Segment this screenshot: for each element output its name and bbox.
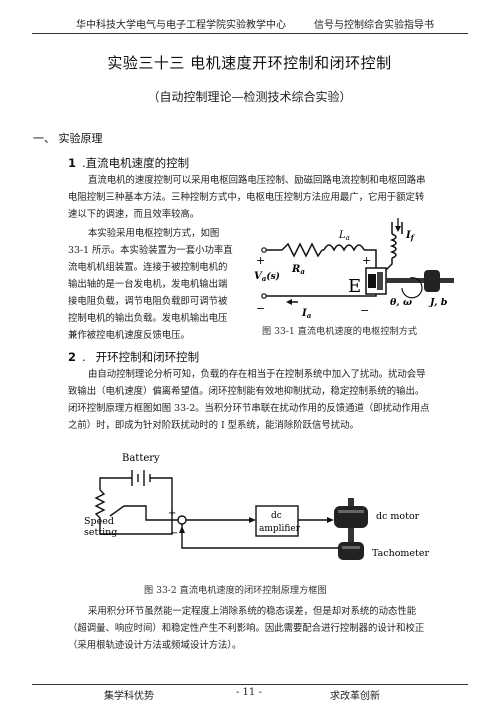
header-right: 信号与控制综合实验指导书 <box>314 20 434 31</box>
field-coil <box>385 222 403 271</box>
text-line: 流电机机组装置。连接于被控制电机的 <box>68 262 228 273</box>
inductor-la <box>323 244 365 252</box>
figure-1-caption: 图 33-1 直流电机速度的电枢控制方式 <box>262 326 418 337</box>
footer-left: 集学科优势 <box>104 691 154 702</box>
terminal-bottom <box>261 293 267 299</box>
figure-2-caption: 图 33-2 直流电机速度的闭环控制原理方框图 <box>144 585 327 596</box>
paragraph-3: 由自动控制理论分析可知，负载的存在相当于在控制系统中加入了扰动。扰动会导 致输出… <box>68 366 470 434</box>
label-setting: setting <box>84 527 117 538</box>
text-line: 33-1 所示。本实验装置为一套小功率直 <box>68 245 233 256</box>
subsection-number: 2 <box>68 350 77 364</box>
potentiometer <box>94 489 173 535</box>
tachometer <box>338 542 364 560</box>
text-line: 之前）时，即成为针对阶跃扰动时的 I 型系统，能消除阶跃信号扰动。 <box>68 420 359 431</box>
label-dc-motor: dc motor <box>376 511 420 522</box>
resistor-ra <box>281 242 323 258</box>
document-subtitle: （自动控制理论—检测技术综合实验） <box>147 90 352 104</box>
label-minus: − <box>256 302 265 315</box>
footer-rule <box>32 684 468 685</box>
label-e: E <box>348 276 361 297</box>
subsection-title: 开环控制和闭环控制 <box>95 350 200 364</box>
page-number: - 11 - <box>236 687 262 698</box>
text-line: 兼作被控电机速度反馈电压。 <box>68 330 190 341</box>
dc-amplifier-box <box>255 505 299 537</box>
subsection-heading-2: 2.开环控制和闭环控制 <box>68 350 200 364</box>
label-plus: + <box>256 254 265 267</box>
summing-junction <box>177 515 187 525</box>
paragraph-1: 直流电机的速度控制可以采用电枢回路电压控制、励磁回路电流控制和电枢回路串 电阻控… <box>68 172 470 223</box>
text-line: 电阻控制三种基本方法。三种控制方式中，电枢电压控制方法应用最广，它用于额定转 <box>68 192 425 203</box>
text-line: 接电阻负载，调节电阻负载即可调节被 <box>68 296 228 307</box>
armature-control-diagram: La Ra Va(s) + − + − Ia If E θ, ω J, b <box>254 218 454 320</box>
footer-right: 求改革创新 <box>330 691 380 702</box>
header-left: 华中科技大学电气与电子工程学院实验教学中心 <box>76 20 286 31</box>
label-va: Va(s) <box>254 271 280 283</box>
text-line: 输出轴的是一台发电机，发电机输出端 <box>68 279 228 290</box>
document-title: 实验三十三 电机速度开环控制和闭环控制 <box>107 54 392 72</box>
label-la: La <box>338 230 350 242</box>
label-sum-plus: + <box>168 508 176 519</box>
label-tachometer: Tachometer <box>372 548 429 559</box>
text-line: 控制电机的输出负载。发电机输出电压 <box>68 313 228 324</box>
subsection-heading-1: 1.直流电机速度的控制 <box>68 156 190 170</box>
load-inertia <box>424 270 440 292</box>
text-line: 采用积分环节虽然能一定程度上消除系统的稳态误差，但是却对系统的动态性能 <box>88 606 417 617</box>
text-line: （采用根轨迹设计方法或频域设计方法）。 <box>68 640 242 651</box>
label-battery: Battery <box>122 453 160 464</box>
label-amp-dc: dc <box>271 511 282 521</box>
section-heading: 一、 实验原理 <box>33 132 103 145</box>
label-ia: Ia <box>301 308 312 320</box>
header-rule <box>32 33 468 34</box>
label-motor-plus: + <box>362 254 371 267</box>
paragraph-4: 采用积分环节虽然能一定程度上消除系统的稳态误差，但是却对系统的动态性能 （超调量… <box>68 603 470 654</box>
label-speed: Speed <box>84 516 114 527</box>
label-j-b: J, b <box>428 297 448 308</box>
paragraph-2: 本实验采用电枢控制方式，如图 33-1 所示。本实验装置为一套小功率直 流电机机… <box>68 225 248 344</box>
text-line: 致输出（电机速度）偏离希望值。闭环控制能有效地抑制扰动，稳定控制系统的输出。 <box>68 386 425 397</box>
text-line: 速以下的调速，而且效率较高。 <box>68 209 200 220</box>
label-if: If <box>405 230 416 242</box>
closed-loop-diagram: Battery + − Speed setting dc amplifier d… <box>84 453 429 560</box>
subsection-title: 直流电机速度的控制 <box>85 156 190 170</box>
text-line: 直流电机的速度控制可以采用电枢回路电压控制、励磁回路电流控制和电枢回路串 <box>88 175 426 186</box>
label-ra: Ra <box>291 264 305 276</box>
rotation-arrow <box>401 277 423 299</box>
terminal-top <box>261 247 267 253</box>
label-sum-minus: − <box>170 528 178 539</box>
label-theta-omega: θ, ω <box>390 297 412 308</box>
motor-shaft <box>348 528 354 542</box>
dc-motor <box>334 506 368 528</box>
text-line: （超调量、响应时间）和稳定性产生不利影响。因此需要配合进行控制器的设计和校正 <box>68 623 425 634</box>
text-line: 闭环控制原理方框图如图 33-2。当积分环节串联在扰动作用的反馈通道（即扰动作用… <box>68 403 430 414</box>
label-motor-minus: − <box>360 304 369 317</box>
text-line: 由自动控制理论分析可知，负载的存在相当于在控制系统中加入了扰动。扰动会导 <box>88 369 426 380</box>
subsection-number: 1 <box>68 156 77 170</box>
text-line: 本实验采用电枢控制方式，如图 <box>88 228 220 239</box>
label-amp-amplifier: amplifier <box>259 524 301 534</box>
motor-shaft <box>386 278 426 283</box>
